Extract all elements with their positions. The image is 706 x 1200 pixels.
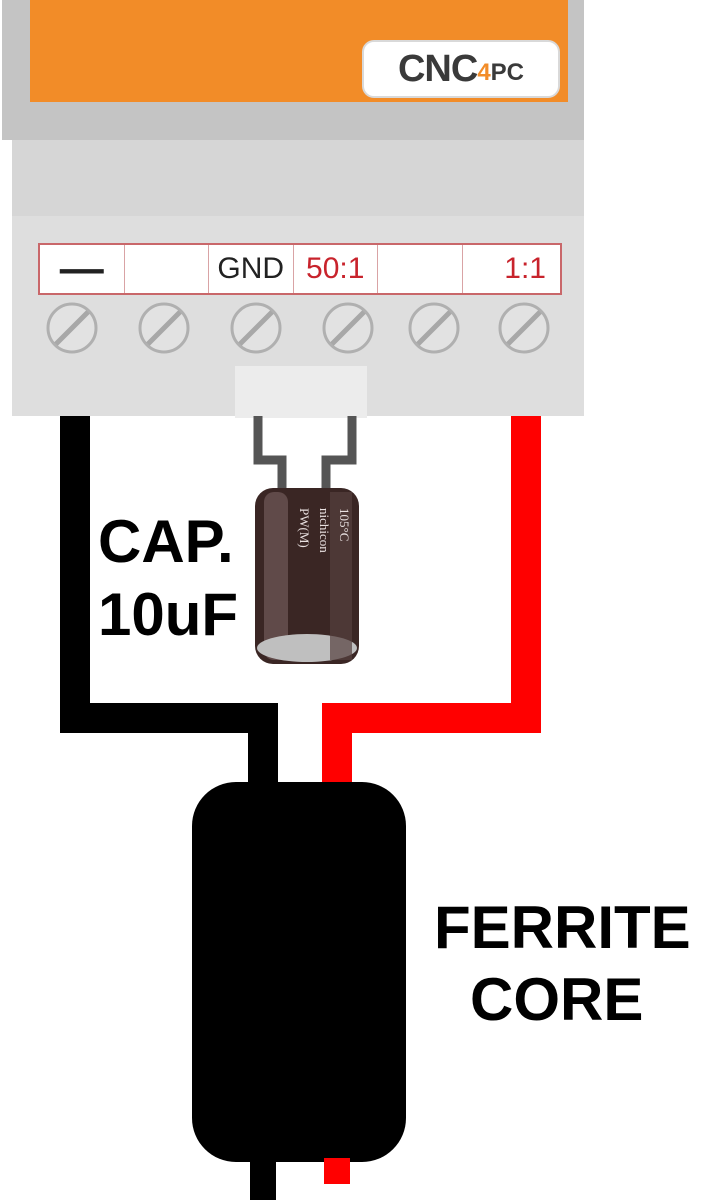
black-wire bbox=[60, 416, 278, 790]
lead-gap bbox=[235, 366, 367, 418]
terminal-label-blank-1 bbox=[125, 245, 209, 293]
terminal-label-negative: — bbox=[40, 244, 125, 293]
capacitor-print-1: PW(M) bbox=[297, 508, 312, 548]
capacitor-lead-positive bbox=[321, 416, 357, 500]
brand-part3: PC bbox=[490, 59, 525, 86]
terminal-label-50-1: 50:1 bbox=[294, 245, 378, 293]
brand-part1: CNC bbox=[397, 47, 478, 90]
capacitor-lead-negative bbox=[253, 416, 287, 500]
red-wire bbox=[322, 416, 541, 790]
terminal-label-blank-2 bbox=[378, 245, 463, 293]
capacitor: PW(M) nichicon 105°C bbox=[255, 488, 359, 664]
red-wire-exit bbox=[324, 1158, 350, 1184]
capacitor-label-line1: CAP. bbox=[98, 508, 234, 575]
capacitor-print-3: 105°C bbox=[337, 508, 352, 541]
terminal-label-gnd: GND bbox=[209, 245, 294, 293]
ferrite-label-line2: CORE bbox=[470, 966, 644, 1033]
terminal-screws bbox=[46, 302, 550, 354]
capacitor-label-line2: 10uF bbox=[98, 581, 239, 648]
ferrite-label-line1: FERRITE bbox=[434, 894, 691, 961]
capacitor-print-2: nichicon bbox=[317, 508, 332, 553]
terminal-label-strip: — GND 50:1 1:1 bbox=[38, 243, 562, 295]
black-wire-exit bbox=[250, 1158, 276, 1200]
brand-part2: 4 bbox=[477, 59, 491, 86]
ferrite-core bbox=[192, 782, 406, 1162]
terminal-label-1-1: 1:1 bbox=[504, 252, 546, 285]
